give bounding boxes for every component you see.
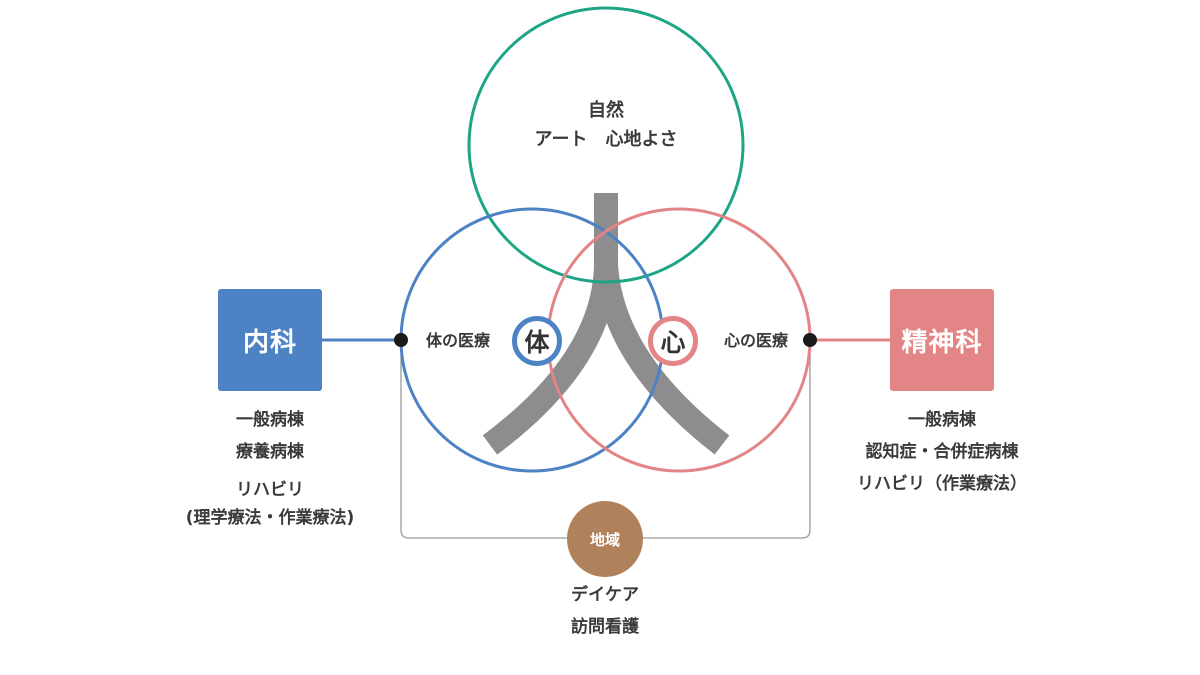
mind-care-label: 心の医療: [723, 331, 788, 350]
list-item: リハビリ: [236, 480, 304, 500]
internal-medicine-list: 一般病棟 療養病棟 リハビリ (理学療法・作業療法): [150, 404, 390, 530]
list-item: リハビリ（作業療法）: [857, 474, 1027, 494]
community-circle: 地域: [567, 501, 643, 577]
list-item: 一般病棟: [236, 410, 304, 430]
list-item: 一般病棟: [908, 410, 976, 430]
nature-label-line1: 自然: [588, 100, 624, 121]
nature-label-line2: アート 心地よさ: [534, 129, 678, 150]
list-item: デイケア: [571, 585, 639, 605]
body-care-label: 体の医療: [425, 331, 490, 350]
list-item: 訪問看護: [571, 617, 639, 637]
list-item: 療養病棟: [236, 442, 304, 462]
body-badge: 体: [512, 316, 562, 366]
nature-circle: [467, 6, 745, 284]
mind-badge: 心: [648, 316, 698, 366]
body-connector-dot: [394, 333, 408, 347]
mind-connector-dot: [803, 333, 817, 347]
psychiatry-box: 精神科: [890, 289, 994, 391]
internal-medicine-box: 内科: [218, 289, 322, 391]
community-list: デイケア 訪問看護: [505, 579, 705, 643]
list-item: 認知症・合併症病棟: [865, 442, 1019, 462]
list-item: (理学療法・作業療法): [185, 508, 355, 528]
person-shape: [482, 193, 730, 455]
psychiatry-list: 一般病棟 認知症・合併症病棟 リハビリ（作業療法）: [820, 404, 1064, 500]
